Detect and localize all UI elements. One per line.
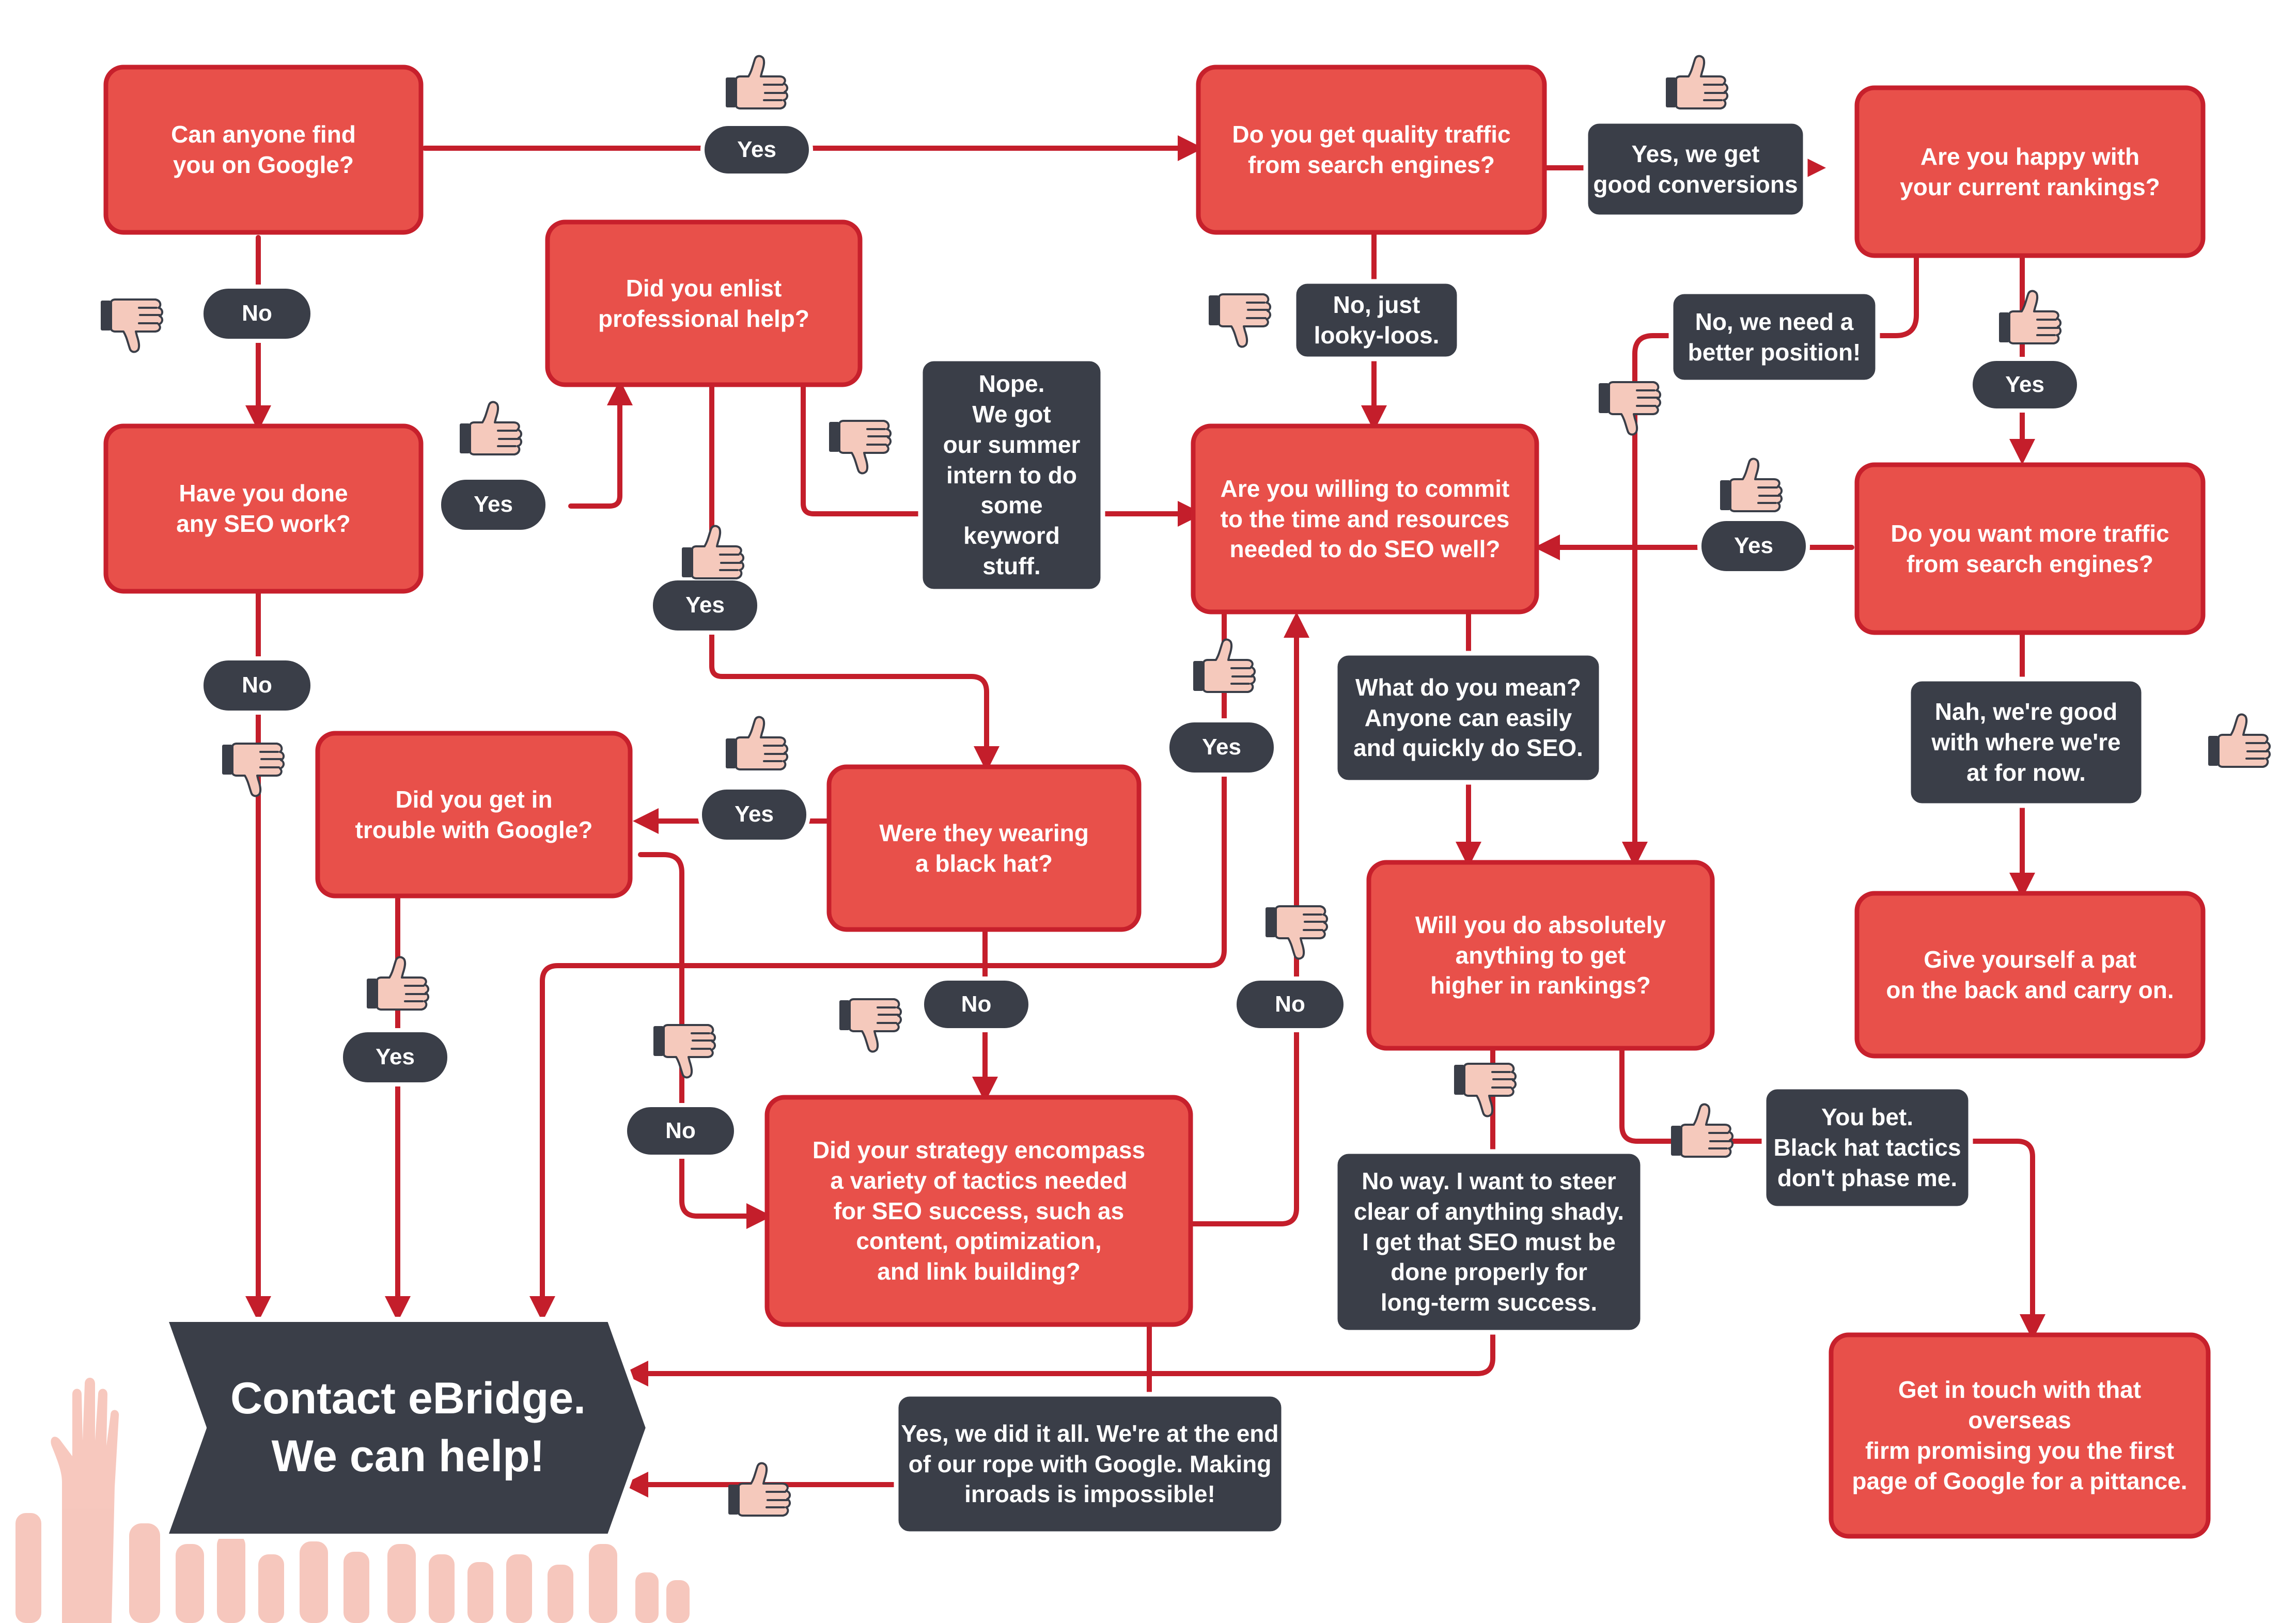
- connector-line: [1619, 1048, 1764, 1144]
- box-willing-commit: [1191, 423, 1539, 614]
- pill-yes-trouble: [339, 1028, 451, 1086]
- thumbs-down-icon: [100, 298, 164, 353]
- box-enlist-help: [545, 219, 863, 387]
- connector-line: [1191, 612, 1309, 1226]
- box-you-bet: [1761, 1084, 1973, 1211]
- answer-pills: [199, 122, 2081, 1159]
- connector-line: [1857, 256, 1919, 338]
- thumbs-down-icon: [1453, 1063, 1517, 1117]
- thumbs-up-icon: [727, 1462, 791, 1517]
- box-better-position: [1668, 289, 1880, 385]
- box-intern: [918, 356, 1105, 594]
- pill-yes-happy: [1969, 357, 2081, 413]
- thumbs-down-icon: [1264, 905, 1329, 960]
- thumbs-down-icon: [1598, 381, 1662, 436]
- thumbs-down-icon: [1208, 293, 1272, 348]
- pill-yes-find: [700, 122, 813, 178]
- pill-no-commit: [1232, 976, 1348, 1032]
- thumbs-up-icon: [681, 525, 745, 579]
- pill-yes-help: [649, 576, 761, 635]
- red-boxes: [103, 65, 2211, 1539]
- pill-no-trouble: [623, 1103, 738, 1159]
- connector-line: [709, 385, 999, 772]
- thumbs-up-icon: [459, 401, 523, 455]
- box-no-way: [1333, 1149, 1645, 1335]
- thumbs-up-icon: [1719, 458, 1783, 512]
- connector-line: [1622, 333, 1676, 868]
- connector-line: [568, 380, 633, 509]
- pill-no-find: [199, 285, 315, 343]
- thumbs-down-icon: [828, 420, 892, 475]
- box-pat-back: [1854, 891, 2206, 1059]
- box-happy-rankings: [1854, 85, 2206, 258]
- thumbs-up-icon: [725, 716, 789, 770]
- connector-line: [622, 1332, 1495, 1386]
- thumbs-down-icon: [221, 743, 285, 797]
- cta-arrow-shape: [163, 1317, 651, 1539]
- box-more-traffic: [1854, 462, 2206, 635]
- thumbs-up-icon: [1192, 638, 1256, 693]
- pill-yes-more: [1697, 517, 1810, 575]
- pill-yes-commit: [1165, 718, 1278, 777]
- thumbs-up-icon: [1998, 290, 2062, 344]
- connector-line: [529, 612, 1227, 1322]
- box-can-anyone-find: [103, 65, 424, 235]
- box-black-hat: [826, 764, 1142, 932]
- thumbs-up-icon: [1670, 1103, 1734, 1158]
- pill-yes-seo: [437, 476, 550, 534]
- connector-line: [801, 385, 923, 516]
- box-did-it-all: [894, 1392, 1286, 1536]
- box-what-mean: [1333, 651, 1604, 785]
- pill-yes-black-hat: [698, 785, 810, 844]
- thumbs-down-icon: [838, 998, 902, 1053]
- box-seo-work: [103, 423, 424, 594]
- background-hands-decoration: [15, 1378, 690, 1623]
- pill-no-seo: [199, 656, 315, 715]
- connector-line: [1971, 1139, 2045, 1340]
- box-trouble-google: [315, 731, 633, 899]
- box-strategy: [764, 1095, 1193, 1327]
- dark-boxes: [894, 119, 2146, 1536]
- box-looky-loos: [1291, 279, 1462, 361]
- box-good-conversions: [1583, 119, 1808, 219]
- thumbs-down-icon: [652, 1024, 716, 1079]
- thumbs-up-icon: [1665, 55, 1729, 109]
- box-quality-traffic: [1196, 65, 1547, 235]
- pill-no-black-hat: [920, 976, 1033, 1032]
- box-overseas: [1829, 1332, 2211, 1539]
- box-absolutely-anything: [1366, 860, 1715, 1051]
- thumbs-up-icon: [2207, 713, 2271, 768]
- thumbs-up-icon: [725, 55, 789, 109]
- box-good-now: [1906, 676, 2146, 808]
- thumbs-up-icon: [366, 956, 430, 1011]
